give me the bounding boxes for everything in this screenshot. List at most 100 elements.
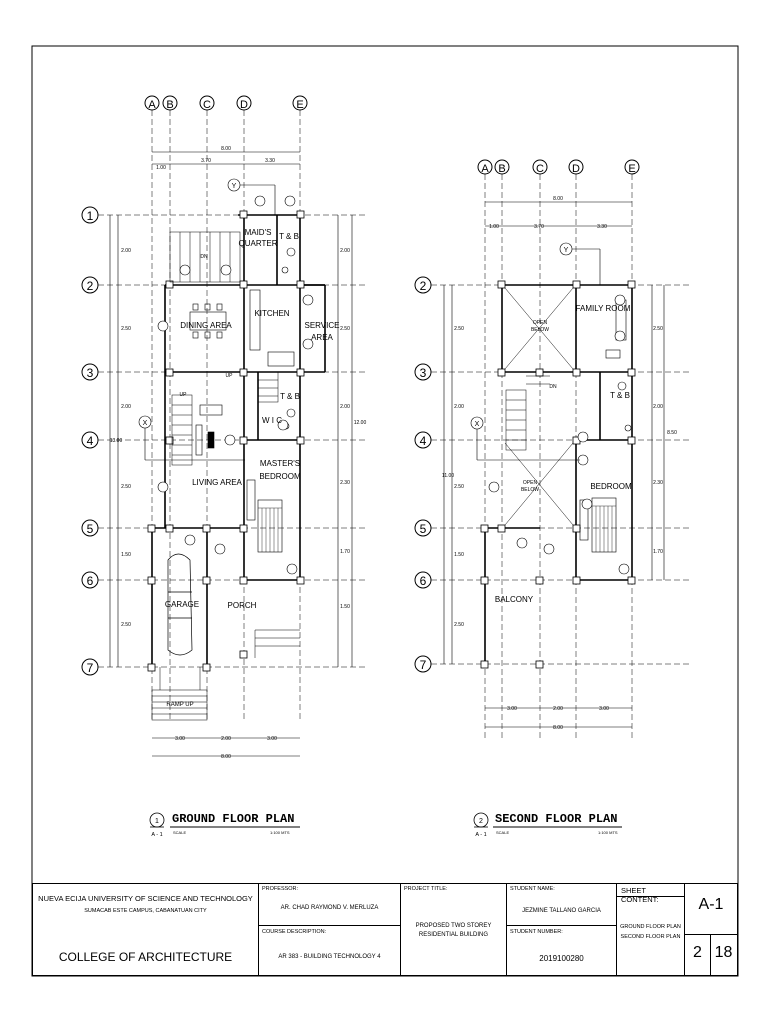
tb-project-1: PROPOSED TWO STOREY — [415, 923, 492, 929]
sf-row-gridlines — [431, 284, 690, 665]
gf-row-4: 4 — [87, 434, 94, 448]
sf-stairs — [505, 375, 550, 451]
sf-title-number: 2 — [479, 818, 483, 825]
tb-professor-cell: PROFESSOR: AR. CHAD RAYMOND V. MERLUZA C… — [259, 884, 401, 975]
sf-col-e: E — [628, 163, 635, 175]
sf-dim-left-1: 2.50 — [454, 326, 464, 332]
gf-dim-left-1: 2.00 — [121, 248, 131, 254]
gf-dim-top-mid: 3.70 — [201, 158, 211, 164]
tb-project-cell: PROJECT TITLE: PROPOSED TWO STOREY RESID… — [401, 884, 507, 975]
gf-label-garage: GARAGE — [165, 600, 199, 609]
sf-label-open-1a: OPEN — [533, 320, 548, 326]
gf-dim-right-2: 2.50 — [340, 326, 350, 332]
sf-dim-top-right: 3.30 — [597, 224, 607, 230]
gf-label-master-2: BEDROOM — [259, 472, 301, 481]
gf-label-maids-2: QUARTER — [239, 239, 278, 248]
gf-label-tb-mid: T & B — [280, 392, 300, 401]
tb-course-label: COURSE DESCRIPTION: — [262, 929, 327, 935]
gf-label-up2: UP — [226, 373, 234, 379]
sf-window-tags — [488, 294, 630, 575]
sf-section-y: Y — [564, 247, 569, 254]
gf-scale-label: SCALE — [173, 830, 186, 835]
tb-college: COLLEGE OF ARCHITECTURE — [58, 950, 233, 964]
sf-label-bedroom: BEDROOM — [590, 482, 632, 491]
sf-dim-left-4: 1.50 — [454, 552, 464, 558]
sf-posts — [480, 280, 636, 669]
gf-col-d: D — [240, 99, 248, 111]
gf-posts — [147, 210, 305, 672]
gf-dim-left-3: 2.00 — [121, 404, 131, 410]
sf-dim-bottom-a: 3.00 — [507, 706, 517, 712]
gf-label-kitchen: KITCHEN — [254, 309, 289, 318]
sf-label-open-1b: BELOW — [531, 327, 549, 333]
tb-professor: AR. CHAD RAYMOND V. MERLUZA — [280, 905, 379, 911]
gf-dim-right-1: 2.00 — [340, 248, 350, 254]
gf-label-up: UP — [180, 392, 188, 398]
gf-label-dn: DN — [200, 254, 208, 260]
tb-student-number-label: STUDENT NUMBER: — [510, 929, 563, 935]
gf-dim-left-overall: 13.00 — [110, 438, 123, 444]
sf-section-x: X — [475, 421, 480, 428]
sf-dim-right-2: 2.00 — [653, 404, 663, 410]
tb-course: AR 383 - BUILDING TECHNOLOGY 4 — [278, 954, 381, 960]
gf-kitchen-sink — [267, 351, 295, 367]
gf-dim-right-6: 1.50 — [340, 604, 350, 610]
sf-title-sheetref: A - 1 — [475, 832, 486, 838]
sf-col-b: B — [498, 163, 505, 175]
tb-sheet-content-2: SECOND FLOOR PLAN — [620, 934, 681, 940]
second-floor-plan: A B C D E 2 3 4 5 6 7 — [414, 159, 690, 838]
sf-row-3: 3 — [420, 366, 427, 380]
gf-label-living: LIVING AREA — [192, 478, 242, 487]
tb-student-name-label: STUDENT NAME: — [510, 886, 555, 892]
sf-row-4: 4 — [420, 434, 427, 448]
sf-row-bubbles: 2 3 4 5 6 7 — [414, 276, 432, 673]
gf-stairs — [169, 231, 279, 466]
gf-dim-bottom-b: 2.00 — [221, 736, 231, 742]
sf-open-below-1 — [504, 287, 574, 370]
gf-dim-top-left: 1.00 — [156, 165, 166, 171]
gf-dim-left-4: 2.50 — [121, 484, 131, 490]
tb-professor-label: PROFESSOR: — [262, 886, 299, 892]
sf-dim-bottom-overall: 8.00 — [553, 725, 563, 731]
sf-scale-value: 1:100 MTS — [598, 830, 618, 835]
gf-row-bubbles: 1 2 3 4 5 6 7 — [81, 206, 99, 676]
tb-student-cell: STUDENT NAME: JEZMINE TALLANO GARCIA STU… — [507, 884, 617, 975]
sf-label-family: FAMILY ROOM — [576, 304, 631, 313]
sf-dim-left-2: 2.00 — [454, 404, 464, 410]
sf-dim-left-3: 2.50 — [454, 484, 464, 490]
tb-sheet-total: 18 — [714, 944, 733, 961]
gf-dim-right-4: 2.30 — [340, 480, 350, 486]
tb-campus: SUMACAB ESTE CAMPUS, CABANATUAN CITY — [84, 908, 207, 914]
sf-row-7: 7 — [420, 658, 427, 672]
tb-sheet-id: A-1 — [698, 896, 724, 913]
gf-dim-bottom-c: 3.00 — [267, 736, 277, 742]
sf-row-5: 5 — [420, 522, 427, 536]
sf-dim-top-left: 1.00 — [489, 224, 499, 230]
gf-dim-bottom-a: 3.00 — [175, 736, 185, 742]
gf-section-y: Y — [232, 183, 237, 190]
gf-row-2: 2 — [87, 279, 94, 293]
sf-label-balcony: BALCONY — [495, 595, 534, 604]
gf-col-b: B — [166, 99, 173, 111]
gf-row-7: 7 — [87, 661, 94, 675]
title-block: NUEVA ECIJA UNIVERSITY OF SCIENCE AND TE… — [32, 883, 738, 976]
gf-title: GROUND FLOOR PLAN — [172, 812, 294, 826]
gf-porch-steps — [254, 629, 300, 658]
tb-university: NUEVA ECIJA UNIVERSITY OF SCIENCE AND TE… — [38, 894, 253, 903]
sf-dim-right-overall: 8.50 — [667, 430, 677, 436]
sf-column-gridlines — [484, 174, 633, 740]
sheet-border — [31, 45, 739, 977]
gf-label-maids-1: MAID'S — [245, 228, 272, 237]
tb-sheet-content-cell: SHEET CONTENT: GROUND FLOOR PLAN SECOND … — [617, 884, 685, 975]
sf-label-tb: T & B — [610, 391, 630, 400]
gf-dim-right-5: 1.70 — [340, 549, 350, 555]
gf-scale-value: 1:100 MTS — [270, 830, 290, 835]
sf-dim-right-1: 2.50 — [653, 326, 663, 332]
sf-col-d: D — [572, 163, 580, 175]
gf-label-dining: DINING AREA — [180, 321, 232, 330]
gf-dim-right-3: 2.00 — [340, 404, 350, 410]
gf-row-3: 3 — [87, 366, 94, 380]
gf-label-master-1: MASTER'S — [260, 459, 300, 468]
sf-dim-bottom-b: 2.00 — [553, 706, 563, 712]
